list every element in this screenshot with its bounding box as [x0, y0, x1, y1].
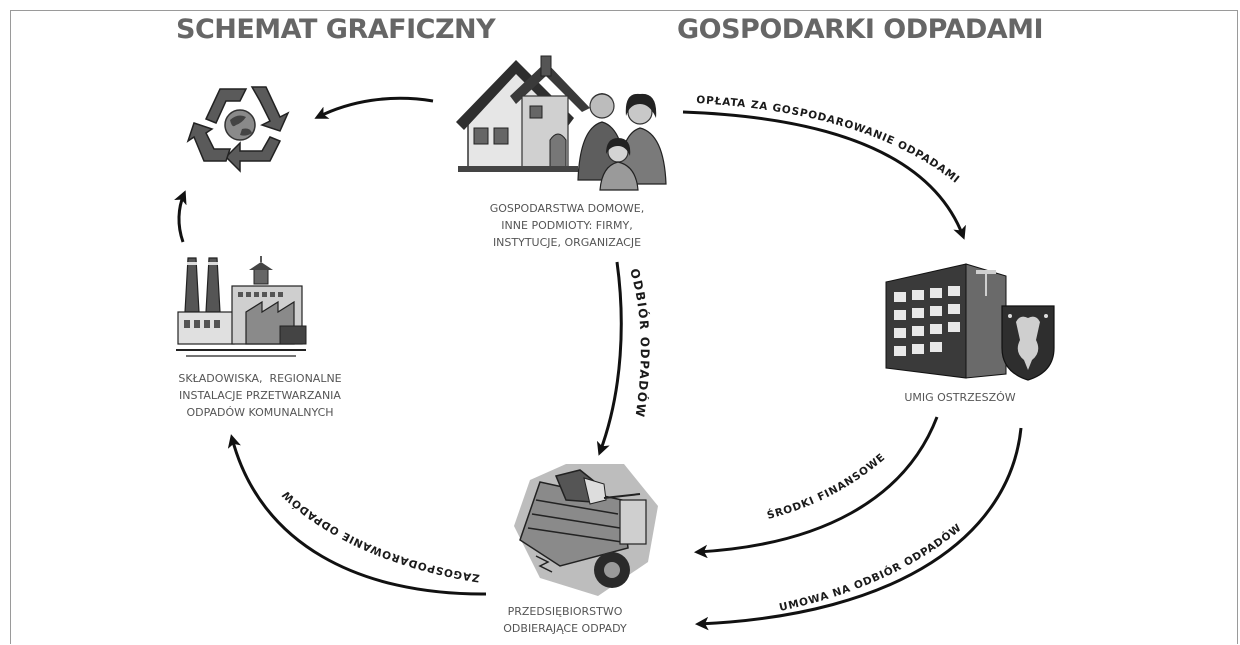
title-right: GOSPODARKI ODPADAMI — [677, 14, 1044, 45]
flow-label-management: ZAGOSPODAROWANIE ODPADÓW — [280, 488, 481, 584]
label-umig-line-1: UMIG OSTRZESZÓW — [904, 391, 1016, 404]
factory-icon — [176, 256, 307, 357]
flow-label-funds: ŚRODKI FINANSOWE — [766, 451, 888, 522]
recycling-globe-icon — [186, 86, 290, 173]
arrow-umig-to-company-funds — [693, 416, 939, 559]
arrow-umig-to-company-contract — [694, 427, 1023, 631]
title-left: SCHEMAT GRAFICZNY — [176, 14, 496, 45]
label-landfills-line-3: ODPADÓW KOMUNALNYCH — [186, 406, 334, 419]
label-households-line-2: INNE PODMIOTY: FIRMY, — [501, 219, 633, 232]
arrows — [174, 96, 1023, 631]
arrow-company-to-landfills — [227, 434, 487, 596]
label-landfills-line-1: SKŁADOWISKA, REGIONALNE — [178, 372, 342, 385]
label-company: PRZEDSIĘBIORSTWO ODBIERAJĄCE ODPADY — [490, 603, 640, 637]
flow-label-fee: OPŁATA ZA GOSPODAROWANIE ODPADAMI — [696, 94, 962, 186]
label-households: GOSPODARSTWA DOMOWE, INNE PODMIOTY: FIRM… — [437, 200, 697, 251]
flow-label-contract: UMOWA NA ODBIÓR ODPADÓW — [778, 522, 964, 614]
label-landfills: SKŁADOWISKA, REGIONALNE INSTALACJE PRZET… — [140, 370, 380, 421]
arrow-households-to-umig — [682, 110, 966, 240]
office-building-icon — [885, 263, 1007, 379]
label-households-line-1: GOSPODARSTWA DOMOWE, — [489, 202, 645, 215]
house-family-icon — [456, 55, 667, 191]
coat-of-arms-icon — [1001, 305, 1055, 381]
arrow-households-to-company — [596, 261, 623, 456]
label-households-line-3: INSTYTUCJE, ORGANIZACJE — [492, 236, 642, 249]
flow-label-collection: ODBIÓR ODPADÓW — [627, 267, 652, 419]
arrow-households-to-recycling — [314, 96, 434, 119]
label-umig: UMIG OSTRZESZÓW — [880, 389, 1040, 406]
garbage-truck-icon — [514, 464, 658, 596]
diagram-frame — [10, 10, 1238, 644]
label-company-line-1: PRZEDSIĘBIORSTWO — [507, 605, 623, 618]
label-company-line-2: ODBIERAJĄCE ODPADY — [503, 622, 627, 635]
arrow-landfills-to-recycling — [174, 190, 187, 243]
label-landfills-line-2: INSTALACJE PRZETWARZANIA — [179, 389, 341, 402]
